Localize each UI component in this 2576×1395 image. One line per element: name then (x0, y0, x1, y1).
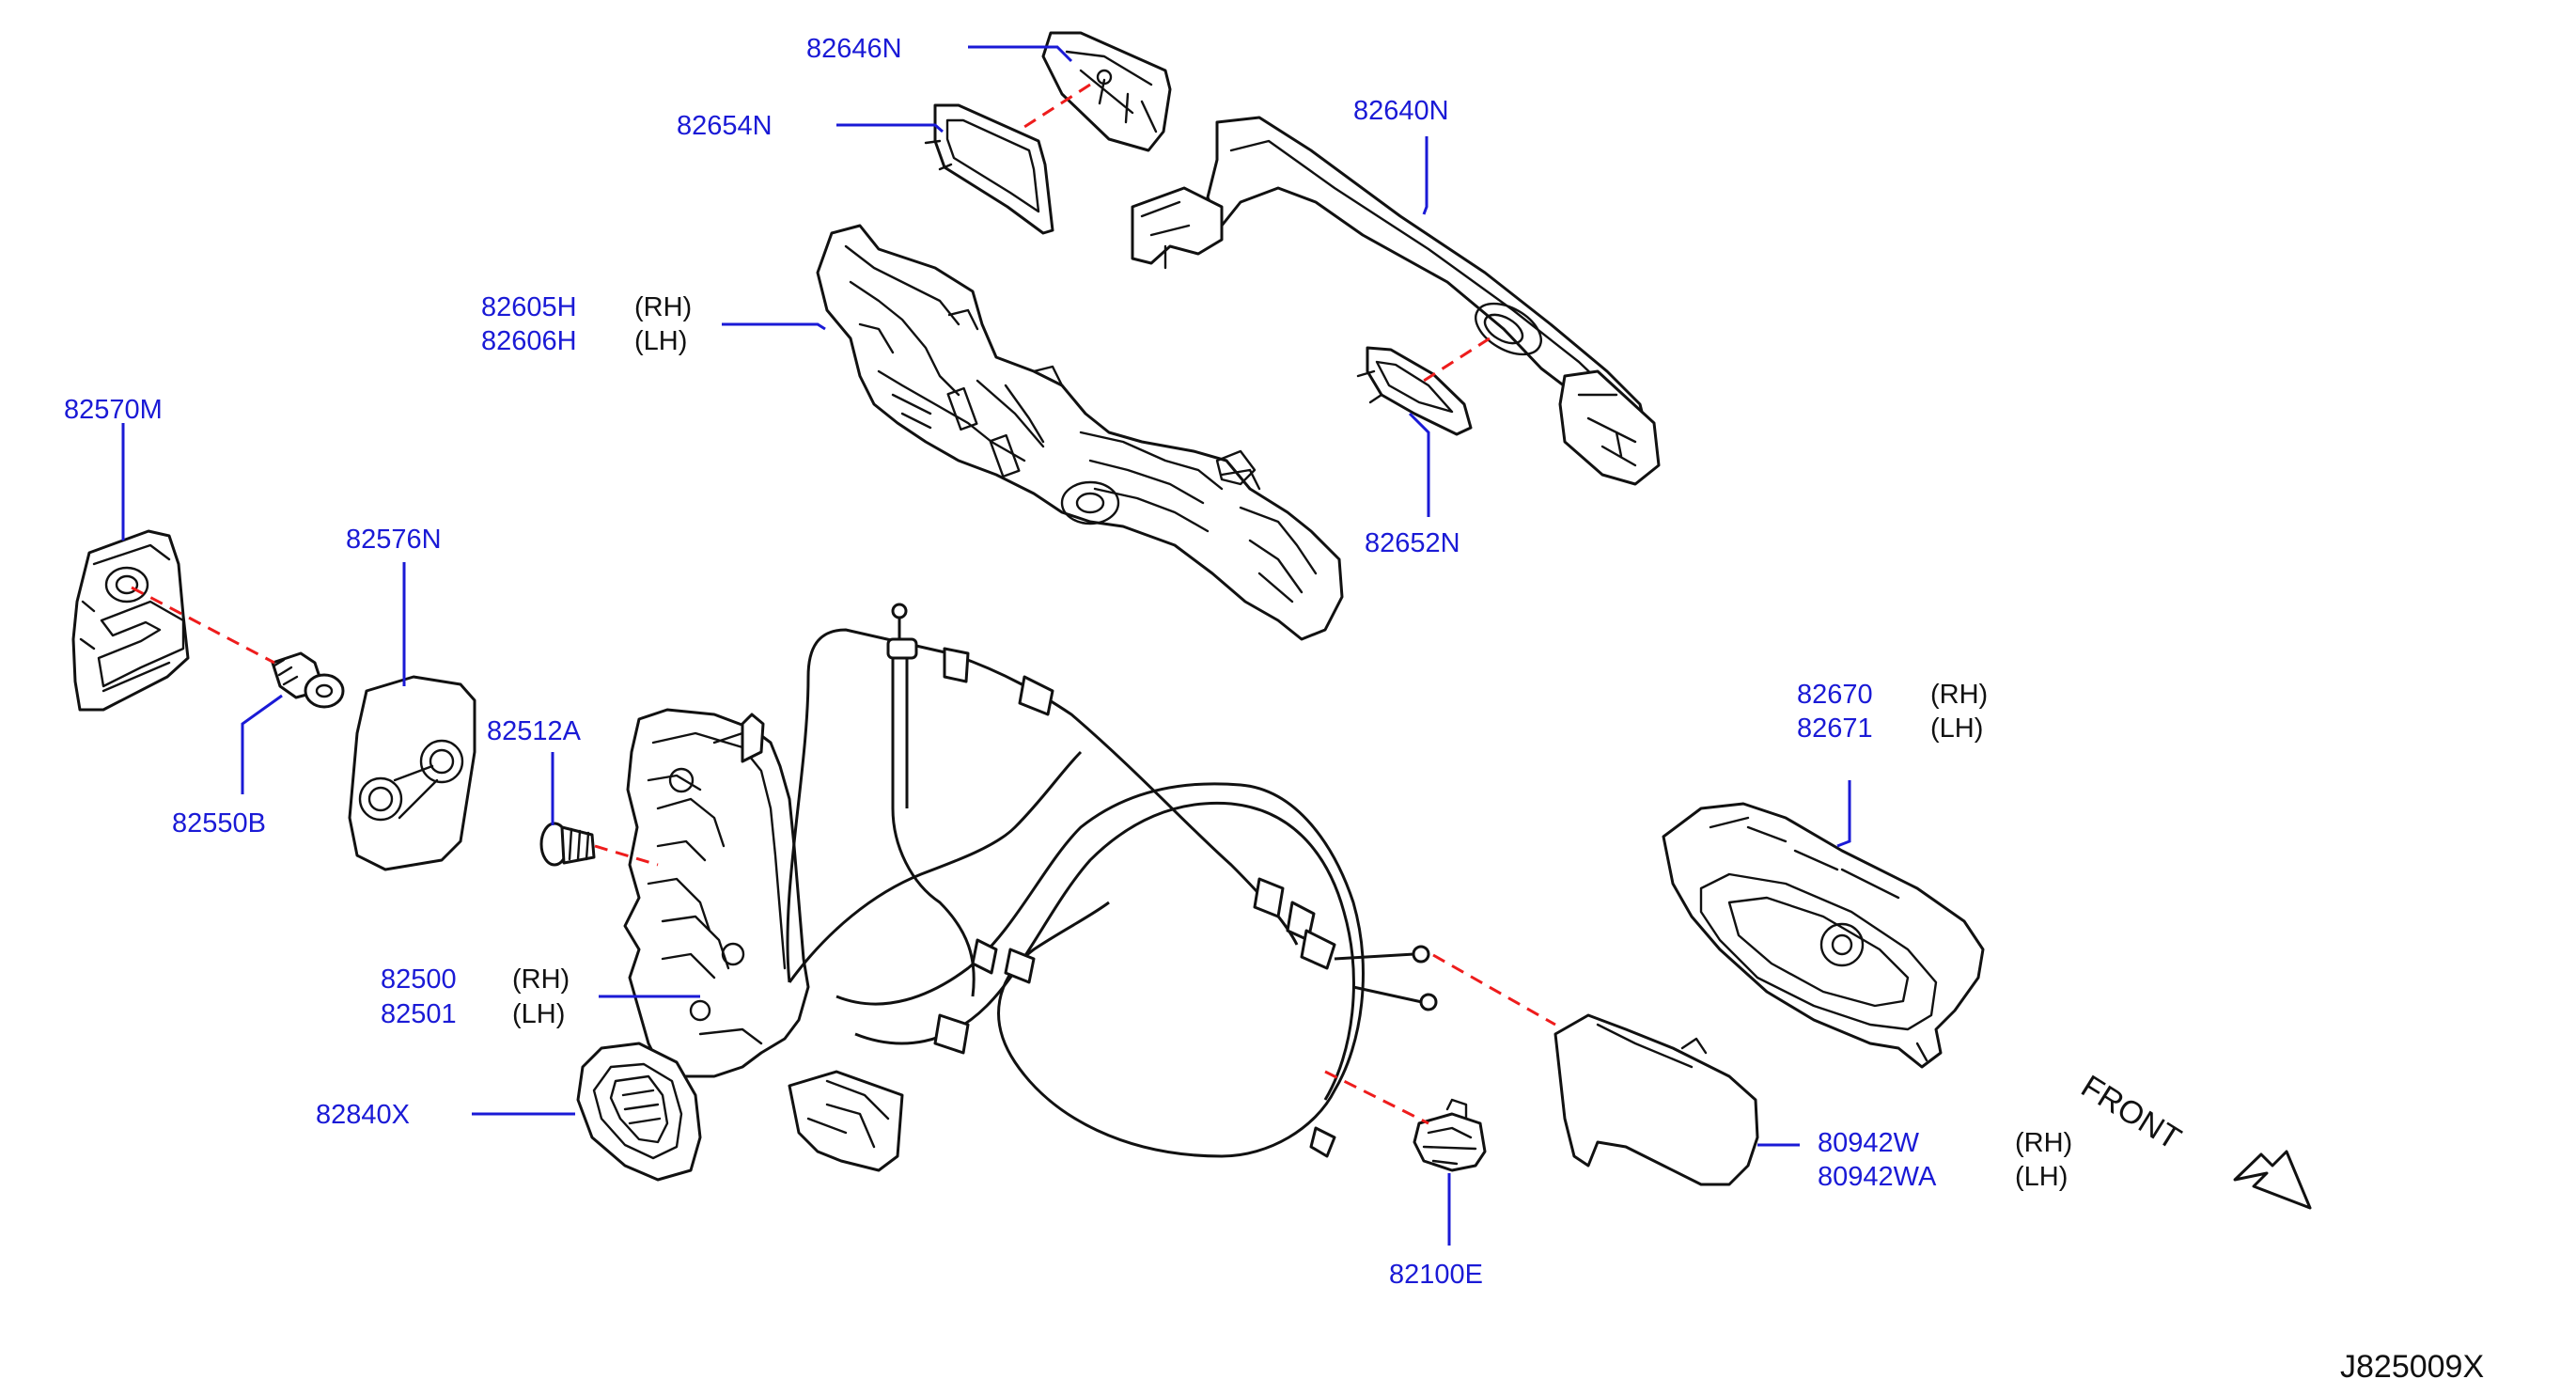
label-82671: 82671 (1797, 713, 1873, 744)
part-82840X-drawing (576, 1042, 702, 1182)
label-82606H: 82606H (481, 326, 577, 356)
front-direction-label: FRONT (2075, 1069, 2187, 1157)
lock-cables-drawing (786, 603, 1438, 1158)
part-82512A-drawing (539, 822, 596, 867)
label-80942WA: 80942WA (1818, 1162, 1937, 1192)
part-82570M-drawing (71, 529, 190, 712)
part-82646N-drawing (1041, 31, 1172, 152)
label-82606H-side: (LH) (634, 326, 687, 356)
label-82640N: 82640N (1353, 96, 1449, 126)
label-82500: 82500 (381, 964, 457, 995)
part-82550B-drawing (271, 651, 345, 709)
label-80942WA-side: (LH) (2015, 1162, 2068, 1192)
part-82576N-drawing (348, 675, 476, 871)
label-82501: 82501 (381, 999, 457, 1029)
leader-lines (121, 45, 1851, 1246)
part-82652N-drawing (1356, 346, 1473, 436)
label-82670-side: (RH) (1930, 680, 1988, 710)
part-82100E-drawing (1413, 1098, 1487, 1172)
label-82605H: 82605H (481, 292, 577, 322)
label-82652N: 82652N (1365, 528, 1460, 558)
label-82570M: 82570M (64, 395, 163, 425)
label-82550B: 82550B (172, 808, 266, 839)
part-80942W-drawing (1553, 1013, 1759, 1186)
front-arrow (2233, 1150, 2312, 1210)
part-82654N-drawing (924, 103, 1054, 235)
label-82670: 82670 (1797, 680, 1873, 710)
part-82605H-drawing (816, 224, 1344, 641)
label-82500-side: (RH) (512, 964, 570, 995)
label-82512A: 82512A (487, 716, 582, 746)
label-80942W-side: (RH) (2015, 1128, 2072, 1158)
label-80942W: 80942W (1818, 1128, 1920, 1158)
label-82605H-side: (RH) (634, 292, 692, 322)
label-82501-side: (LH) (512, 999, 565, 1029)
label-82100E: 82100E (1389, 1260, 1483, 1290)
label-82671-side: (LH) (1930, 713, 1983, 744)
part-82670-drawing (1662, 802, 1985, 1069)
diagram-code: J825009X (2340, 1349, 2484, 1385)
label-82840X: 82840X (316, 1100, 410, 1130)
assembly-dash-lines (131, 83, 1556, 1125)
part-82500-drawing (623, 708, 904, 1172)
label-82576N: 82576N (346, 525, 442, 555)
part-82640N-drawing (1131, 116, 1661, 486)
label-82654N: 82654N (677, 111, 773, 141)
label-82646N: 82646N (806, 34, 902, 64)
